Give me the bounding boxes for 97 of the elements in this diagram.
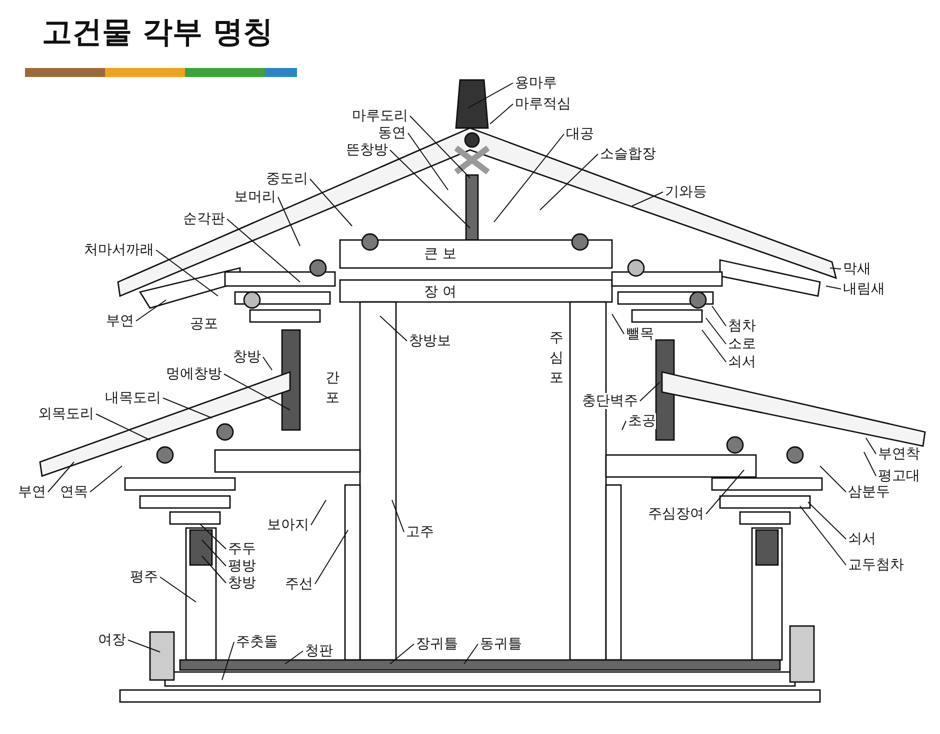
- part-label: 소슬합장: [600, 146, 656, 162]
- part-label: 연목: [60, 484, 88, 500]
- leader-line: [622, 420, 626, 430]
- part-label: 충단벽주: [582, 393, 638, 409]
- leader-line: [808, 502, 846, 540]
- part-label: 동연: [378, 125, 406, 141]
- leader-line: [278, 196, 300, 246]
- leader-line: [310, 500, 326, 526]
- leader-line: [702, 330, 726, 362]
- part-label: 장귀틀: [416, 636, 458, 652]
- part-label: 주두: [228, 541, 256, 557]
- leader-line: [540, 154, 598, 210]
- part-label: 주심포: [549, 329, 564, 388]
- leader-line: [866, 438, 876, 454]
- part-label: 마루도리: [352, 108, 408, 124]
- part-label: 간포: [325, 369, 340, 408]
- part-label: 쇠서: [728, 354, 756, 370]
- part-label: 쇠서: [848, 531, 876, 547]
- leader-line: [408, 132, 448, 190]
- part-label: 삼분두: [848, 484, 890, 500]
- leader-line: [826, 286, 842, 290]
- leader-line: [380, 316, 408, 342]
- part-label: 내목도리: [105, 390, 161, 406]
- leader-line: [706, 318, 726, 344]
- leader-line: [864, 452, 876, 476]
- leader-line: [410, 116, 470, 178]
- part-label: 고주: [406, 524, 434, 540]
- part-label: 첨차: [728, 318, 756, 334]
- part-label: 큰 보: [424, 246, 456, 262]
- part-label: 뺄목: [626, 326, 654, 342]
- part-label: 공포: [190, 316, 218, 332]
- part-label: 장 여: [424, 284, 456, 300]
- leader-line: [820, 466, 846, 492]
- part-label: 마루적심: [515, 96, 571, 112]
- leader-line: [706, 470, 744, 514]
- leader-line: [224, 374, 290, 410]
- part-label: 부연: [106, 313, 134, 329]
- leader-line: [96, 414, 150, 440]
- leader-line: [314, 530, 348, 584]
- part-label: 여장: [98, 632, 126, 648]
- part-label: 주춧돌: [236, 634, 278, 650]
- leader-line: [490, 104, 514, 124]
- leader-line: [90, 466, 122, 492]
- leader-line: [160, 576, 196, 602]
- part-label: 막새: [843, 261, 871, 277]
- part-label: 처마서까래: [84, 242, 154, 258]
- leader-line: [200, 524, 226, 550]
- part-label: 뜬창방: [346, 142, 388, 158]
- part-label: 보아지: [267, 517, 309, 533]
- leader-line: [494, 134, 564, 222]
- leader-line: [156, 250, 218, 296]
- part-label: 창방: [228, 575, 256, 591]
- leader-line: [222, 642, 234, 680]
- part-label: 동귀틀: [480, 636, 522, 652]
- part-label: 용마루: [515, 75, 557, 91]
- leader-line: [612, 314, 624, 334]
- part-label: 주심장여: [648, 506, 704, 522]
- leader-line: [464, 644, 478, 664]
- leader-line: [468, 82, 514, 108]
- leader-line: [712, 306, 726, 326]
- part-label: 순각판: [183, 211, 225, 227]
- leader-line: [800, 506, 846, 566]
- part-label: 부연: [18, 484, 46, 500]
- leader-line: [632, 192, 664, 206]
- part-label: 내림새: [843, 281, 885, 297]
- leader-line: [162, 398, 212, 418]
- part-label: 기와등: [665, 184, 707, 200]
- part-label: 외목도리: [38, 406, 94, 422]
- leader-line: [284, 650, 304, 664]
- part-label: 부연착: [878, 446, 920, 462]
- part-label: 평주: [130, 569, 158, 585]
- part-label: 청판: [305, 643, 333, 659]
- part-label: 평고대: [878, 468, 920, 484]
- leader-line: [310, 178, 352, 226]
- leader-line: [262, 356, 272, 370]
- part-label: 멍에창방: [166, 366, 222, 382]
- part-label: 주선: [285, 576, 313, 592]
- part-label: 교두첨차: [848, 557, 904, 573]
- leader-line: [136, 300, 166, 322]
- leader-line: [48, 462, 74, 492]
- part-label: 중도리: [266, 171, 308, 187]
- leader-line: [202, 556, 226, 584]
- part-label: 평방: [228, 558, 256, 574]
- leader-line: [202, 540, 226, 566]
- leader-line: [640, 382, 660, 402]
- part-label: 대공: [566, 126, 594, 142]
- leader-line: [128, 640, 160, 652]
- leader-line: [830, 268, 842, 270]
- leader-line: [392, 500, 404, 532]
- part-label: 초공: [628, 413, 656, 429]
- leader-line: [390, 150, 470, 228]
- part-label: 창방: [233, 349, 261, 365]
- part-label: 보머리: [234, 189, 276, 205]
- leader-line: [226, 218, 300, 282]
- page-title: 고건물 각부 명칭: [42, 14, 273, 52]
- part-label: 창방보: [409, 333, 451, 349]
- leader-line: [390, 644, 414, 664]
